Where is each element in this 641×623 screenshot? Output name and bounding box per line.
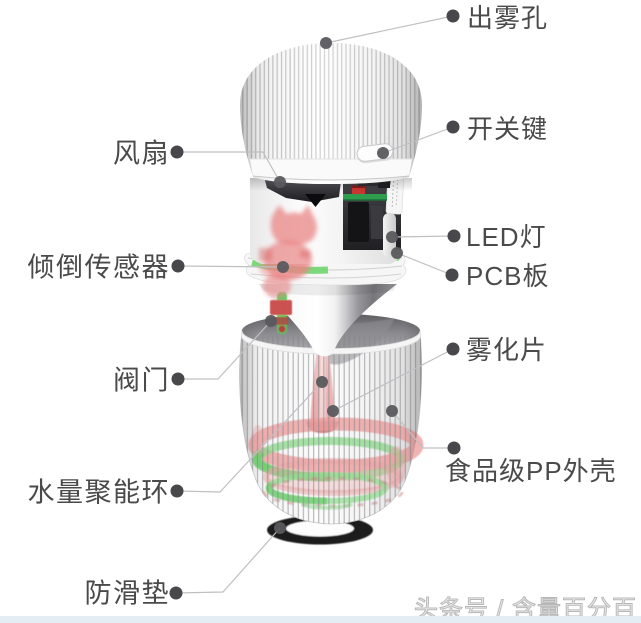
callout-valve — [178, 320, 272, 380]
callout-atomizer — [332, 348, 454, 412]
top-cover — [240, 43, 422, 184]
callout-water-ring — [176, 381, 323, 493]
callout-dots — [169, 9, 461, 600]
callout-fan — [177, 151, 281, 183]
pcb — [343, 194, 387, 200]
funnel — [259, 284, 397, 357]
label-water-ring: 水量聚能环 — [27, 477, 170, 508]
label-valve: 阀门 — [113, 365, 170, 396]
label-led-light: LED灯 — [466, 221, 547, 252]
inner-red-part — [259, 205, 317, 298]
callouts — [175, 15, 455, 594]
label-antislip-pad: 防滑垫 — [84, 578, 170, 609]
callout-mist-outlet — [325, 15, 454, 44]
tank-shell — [239, 313, 424, 525]
callout-antislip — [175, 527, 281, 594]
valve-parts — [270, 292, 292, 334]
callout-shell — [391, 410, 454, 449]
callout-led — [391, 235, 455, 238]
label-fan: 风扇 — [113, 138, 170, 169]
tank-rim-lip — [241, 330, 421, 355]
callout-power — [382, 126, 454, 154]
callout-pcb — [396, 252, 453, 276]
valve-red-body — [270, 300, 292, 315]
component-box — [348, 202, 369, 242]
mid-section — [250, 167, 412, 298]
label-mist-outlet: 出雾孔 — [467, 2, 549, 33]
label-power-button: 开关键 — [467, 113, 549, 144]
label-tilt-sensor: 倾倒传感器 — [27, 252, 170, 283]
callout-tilt — [177, 265, 284, 268]
label-pp-shell: 食品级PP外壳 — [445, 455, 617, 486]
label-atomizer: 雾化片 — [466, 334, 548, 365]
footer-strip — [0, 616, 641, 623]
label-pcb-board: PCB板 — [466, 260, 550, 291]
dome-skirt — [250, 159, 412, 181]
